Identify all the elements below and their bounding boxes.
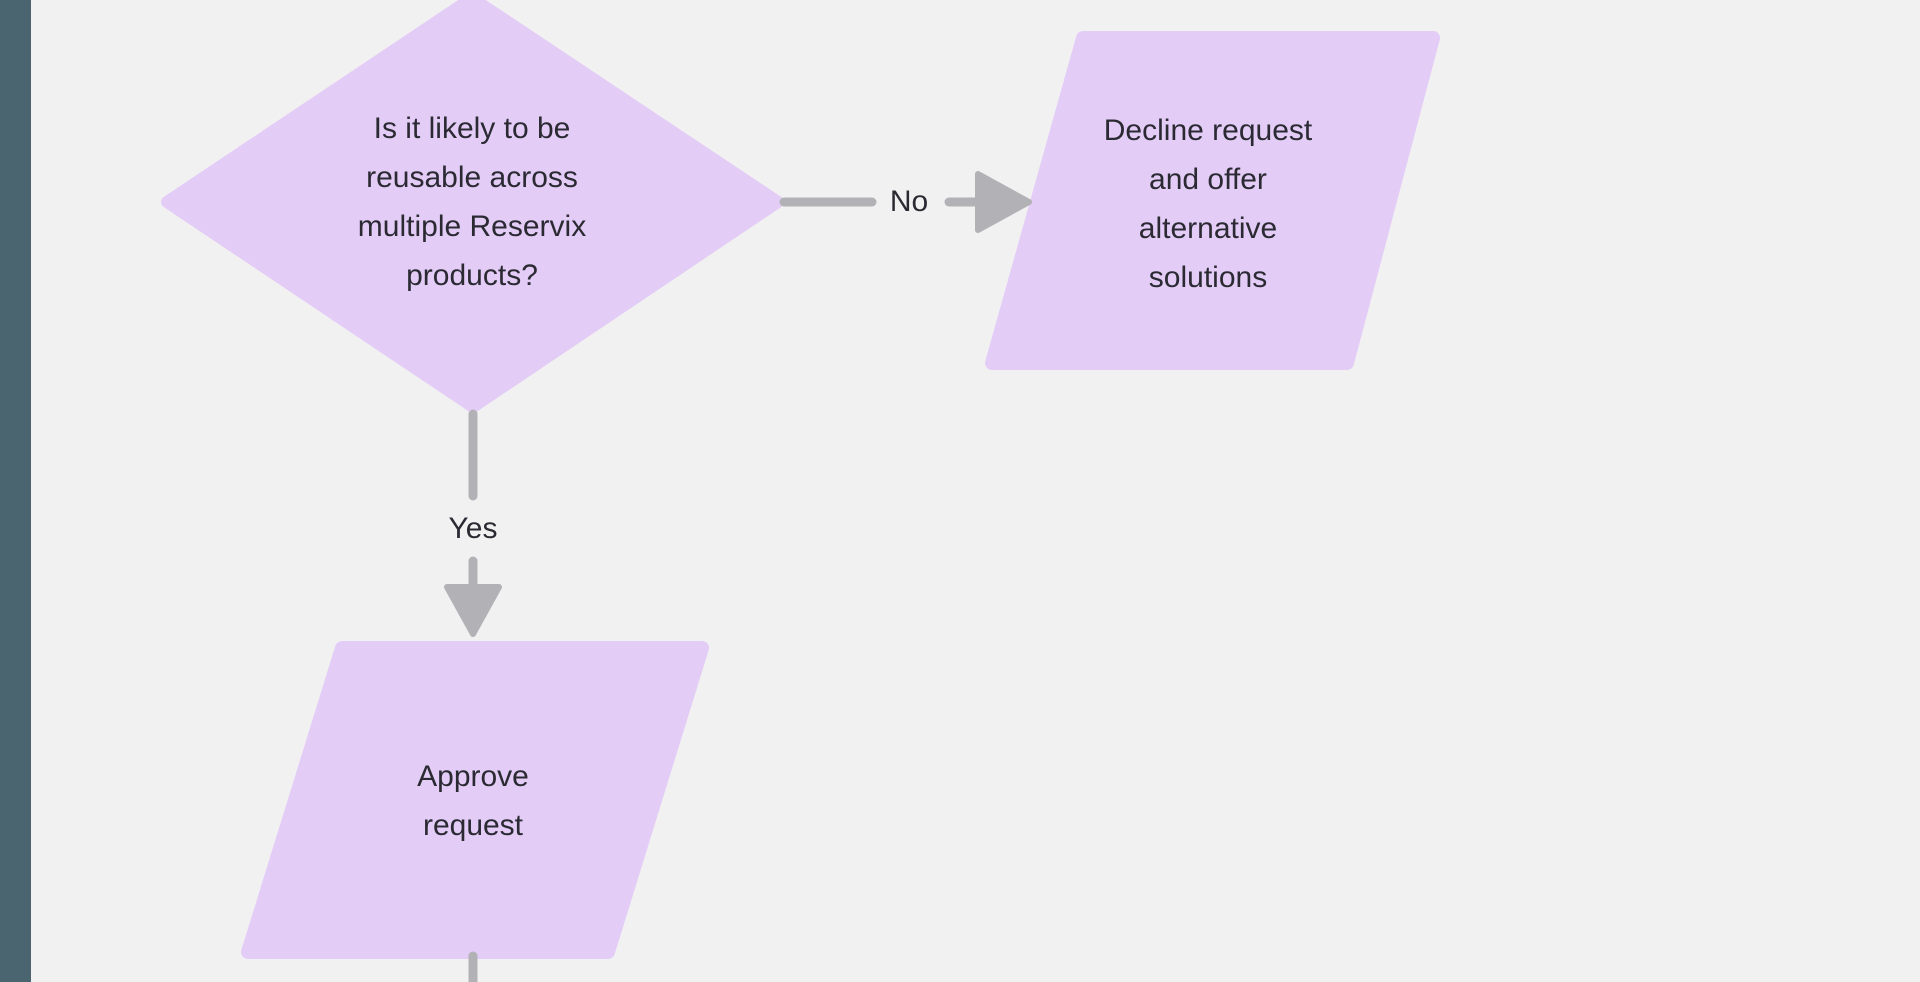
decline-label-line: Decline request xyxy=(1103,114,1313,147)
decision-node-label: Is it likely to be reusable across multi… xyxy=(272,104,672,300)
decision-label-line: Is it likely to be xyxy=(373,112,571,145)
approve-node-shape xyxy=(241,641,709,959)
decline-label-line: and offer xyxy=(1149,163,1267,196)
no-connector-arrowhead-icon xyxy=(975,171,1032,233)
decision-diamond-shape xyxy=(161,0,784,413)
decision-label-line: reusable across xyxy=(366,161,578,194)
approve-label-line: Approve xyxy=(417,760,529,793)
approve-label-line: request xyxy=(422,809,524,842)
decline-label-line: alternative xyxy=(1138,212,1278,245)
yes-connector-arrowhead-icon xyxy=(444,584,502,637)
yes-edge-label: Yes xyxy=(448,512,498,545)
approve-node-label: Approve request xyxy=(273,752,673,850)
decision-label-line: multiple Reservix xyxy=(357,210,587,243)
left-edge-strip xyxy=(0,0,31,982)
decline-node-shape xyxy=(985,31,1440,370)
decline-node-label: Decline request and offer alternative so… xyxy=(1008,106,1408,302)
decline-label-line: solutions xyxy=(1148,261,1268,294)
decision-label-line: products? xyxy=(406,259,538,292)
no-edge-label: No xyxy=(889,185,929,218)
